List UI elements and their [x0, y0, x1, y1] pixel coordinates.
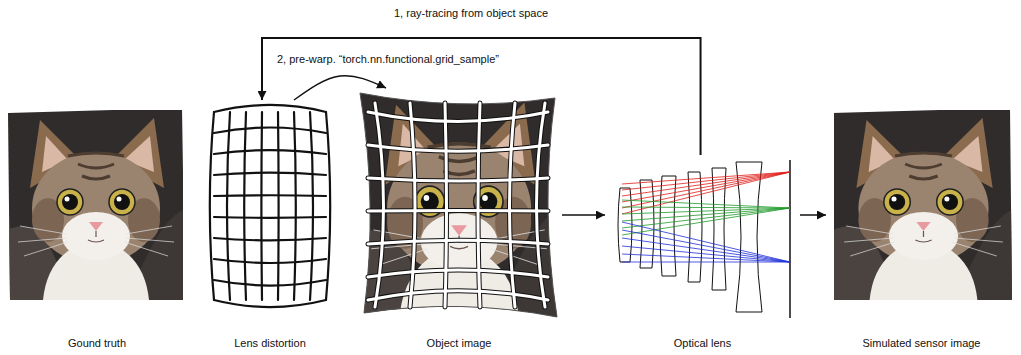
object-image-photo — [360, 93, 557, 317]
distortion-grid — [244, 112, 246, 300]
warped-grid-outline — [368, 145, 548, 151]
distortion-grid — [214, 194, 326, 197]
ground-truth-photo — [8, 110, 183, 300]
warped-grid-outline — [368, 103, 548, 307]
distortion-grid — [214, 128, 326, 134]
distortion-grid — [260, 112, 263, 300]
flow-arrow — [562, 214, 605, 216]
lens-elements — [688, 172, 702, 282]
warped-grid-outline — [368, 178, 548, 181]
lens-elements — [660, 176, 676, 276]
sensor-image-photo — [834, 110, 1012, 300]
red-rays — [622, 172, 790, 202]
lens-elements — [618, 188, 632, 262]
warped-grid — [410, 103, 415, 307]
panel-caption: Gound truth — [66, 337, 128, 350]
warped-grid-outline — [410, 103, 415, 307]
step-label: 1, ray-tracing from object space — [392, 6, 550, 20]
warped-grid — [368, 270, 548, 277]
distortion-grid — [214, 238, 326, 240]
distortion-grid — [277, 112, 280, 300]
blue-rays — [622, 238, 790, 262]
blue-rays — [622, 254, 790, 262]
green-rays — [622, 208, 790, 228]
distortion-grid — [310, 112, 313, 300]
warped-grid — [368, 103, 548, 307]
lens-elements — [618, 160, 790, 318]
red-rays — [622, 172, 790, 208]
warped-grid — [445, 103, 447, 307]
warped-grid — [478, 103, 480, 307]
ground-truth-photo — [8, 110, 183, 300]
blue-rays — [622, 222, 790, 262]
image-panel: Optical lens — [605, 155, 800, 354]
distortion-grid — [210, 112, 214, 300]
warped-grid — [510, 103, 516, 307]
blue-rays — [622, 222, 790, 262]
flow-arrow — [262, 38, 701, 155]
sensor-image-photo — [834, 110, 1012, 300]
green-rays — [622, 208, 790, 221]
distortion-grid — [214, 259, 326, 263]
object-image-photo — [360, 93, 557, 317]
distortion-grid — [326, 112, 330, 300]
lens-elements — [789, 160, 791, 318]
image-panel: Object image — [356, 88, 562, 354]
warped-grid-outline — [368, 270, 548, 277]
warped-grid-outline — [478, 103, 480, 307]
green-rays — [622, 208, 790, 235]
blue-rays — [622, 262, 790, 263]
green-rays — [622, 200, 790, 208]
red-rays — [622, 172, 790, 196]
distortion-grid — [214, 105, 326, 112]
distortion-grid — [214, 216, 326, 219]
panel-caption: Simulated sensor image — [860, 337, 982, 350]
distortion-grid — [214, 173, 326, 175]
warped-grid — [368, 240, 548, 244]
object-image-photo — [360, 93, 557, 317]
distortion-grid — [214, 280, 326, 286]
panel-caption: Optical lens — [672, 337, 733, 350]
panel-caption: Object image — [425, 337, 494, 350]
panel-caption: Lens distortion — [232, 337, 308, 350]
warped-grid — [368, 112, 548, 122]
warped-grid — [368, 178, 548, 181]
flow-arrow — [294, 76, 386, 100]
warped-grid-outline — [368, 112, 548, 122]
warped-grid — [368, 209, 548, 212]
flow-arrow — [800, 214, 826, 216]
green-rays — [622, 200, 790, 235]
distortion-grid — [214, 300, 326, 307]
blue-rays — [622, 230, 790, 262]
object-image-photo — [360, 93, 557, 317]
warped-grid-outline — [368, 291, 548, 300]
warped-grid — [368, 145, 548, 151]
distortion-grid — [227, 112, 230, 300]
distortion-grid — [294, 112, 296, 300]
step-label: 2, pre-warp. “torch.nn.functional.grid_s… — [275, 52, 501, 66]
green-rays — [622, 207, 790, 208]
image-panel: Gound truth — [4, 104, 190, 354]
warped-grid — [368, 291, 548, 300]
warped-grid-outline — [368, 240, 548, 244]
warped-grid-outline — [510, 103, 516, 307]
warped-grid-outline — [368, 208, 548, 213]
red-rays — [622, 172, 790, 214]
warped-grid-outline — [445, 103, 447, 307]
distortion-grid — [214, 150, 326, 154]
image-panel: Lens distortion — [206, 100, 334, 354]
blue-rays — [622, 246, 790, 262]
red-rays — [622, 172, 790, 214]
image-panel: Simulated sensor image — [826, 104, 1017, 354]
distortion-grid — [210, 105, 330, 307]
